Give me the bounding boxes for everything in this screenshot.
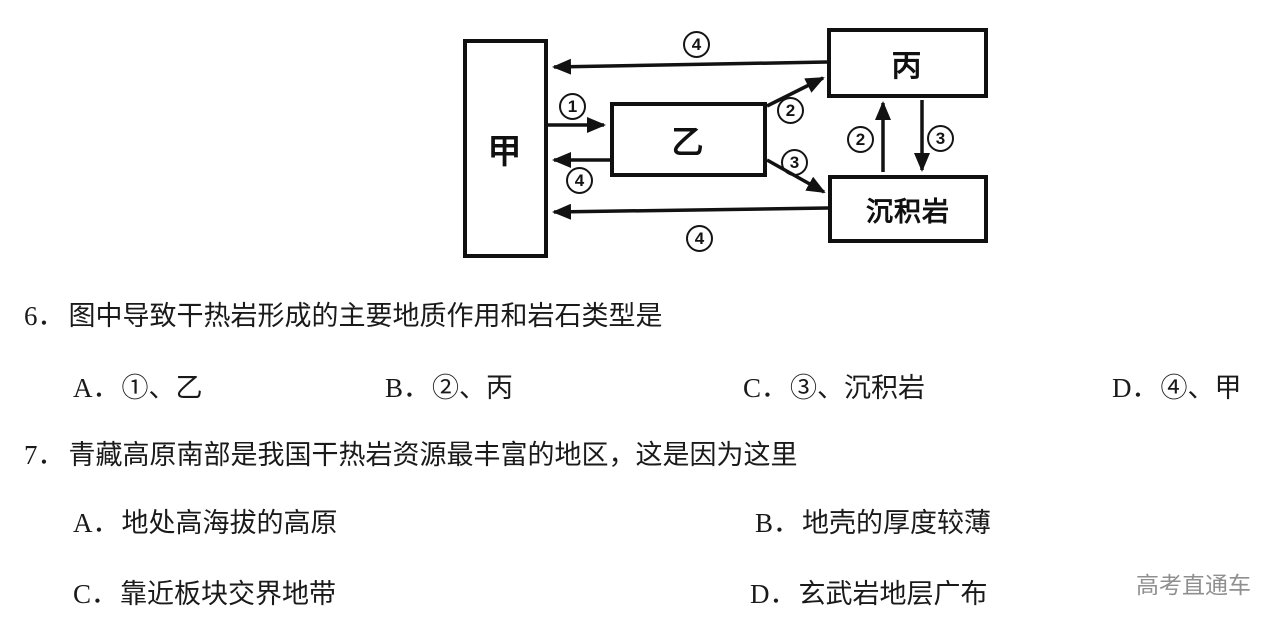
question-7-option-a-text: 地处高海拔的高原	[121, 508, 338, 538]
question-7-option-d-letter: D．	[750, 579, 797, 609]
rock-cycle-diagram: 甲 乙 丙 沉积岩 4 1 4 4 2 3 2 3	[440, 0, 1010, 272]
arrow-bing-to-jia	[552, 58, 828, 75]
question-7-stem: 青藏高原南部是我国干热岩资源最丰富的地区，这是因为这里	[68, 440, 798, 470]
circled-number-2-vertical: 2	[847, 126, 874, 153]
question-7-number: 7．	[24, 440, 65, 470]
arrow-yi-to-sedimentary	[766, 158, 826, 194]
question-6-option-d-text: ④、甲	[1160, 373, 1242, 403]
question-6-option-d: D．④、甲	[1112, 366, 1242, 405]
question-7-option-d: D．玄武岩地层广布	[750, 572, 988, 611]
question-7-option-b: B．地壳的厚度较薄	[755, 501, 991, 540]
question-7-option-b-letter: B．	[755, 508, 801, 538]
arrow-yi-to-bing	[766, 76, 825, 108]
diagram-box-sedimentary: 沉积岩	[828, 175, 988, 243]
question-6: 6．图中导致干热岩形成的主要地质作用和岩石类型是	[24, 294, 663, 333]
diagram-box-yi-label: 乙	[671, 123, 706, 160]
diagram-box-sedimentary-label: 沉积岩	[866, 196, 950, 227]
question-6-number: 6．	[24, 301, 65, 331]
circled-number-4-middle: 4	[566, 167, 593, 194]
watermark: 高考直通车	[1136, 572, 1251, 598]
circled-number-1: 1	[559, 93, 586, 120]
question-7-option-a-letter: A．	[73, 508, 120, 538]
question-6-option-d-letter: D．	[1112, 373, 1159, 403]
diagram-box-jia: 甲	[463, 39, 548, 258]
question-6-option-c-letter: C．	[743, 373, 789, 403]
question-6-stem: 图中导致干热岩形成的主要地质作用和岩石类型是	[68, 301, 663, 331]
diagram-box-bing-label: 丙	[891, 50, 924, 83]
question-6-option-b: B．②、丙	[385, 366, 513, 405]
question-6-option-a-letter: A．	[73, 373, 120, 403]
circled-number-4-top: 4	[683, 31, 710, 58]
circled-number-4-bottom: 4	[686, 225, 713, 252]
circled-number-3-vertical: 3	[927, 125, 954, 152]
question-6-option-a-text: ①、乙	[121, 373, 203, 403]
arrow-sedimentary-to-jia	[552, 203, 829, 220]
question-7-option-a: A．地处高海拔的高原	[73, 501, 338, 540]
circled-number-2-diagonal: 2	[777, 97, 804, 124]
question-7-option-d-text: 玄武岩地层广布	[798, 579, 988, 609]
diagram-box-bing: 丙	[827, 28, 988, 98]
question-7-option-c-text: 靠近板块交界地带	[120, 579, 337, 609]
question-7-option-b-text: 地壳的厚度较薄	[802, 508, 992, 538]
diagram-box-yi: 乙	[610, 102, 767, 177]
question-7: 7．青藏高原南部是我国干热岩资源最丰富的地区，这是因为这里	[24, 433, 798, 472]
question-6-option-c: C．③、沉积岩	[743, 366, 925, 405]
question-7-option-c-letter: C．	[73, 579, 119, 609]
diagram-arrow-lines	[548, 58, 930, 220]
circled-number-3-diagonal: 3	[781, 149, 808, 176]
question-7-option-c: C．靠近板块交界地带	[73, 572, 336, 611]
question-6-option-b-letter: B．	[385, 373, 431, 403]
diagram-box-jia-label: 甲	[487, 134, 524, 171]
question-6-option-b-text: ②、丙	[432, 373, 514, 403]
question-6-option-a: A．①、乙	[73, 366, 203, 405]
question-6-option-c-text: ③、沉积岩	[790, 373, 926, 403]
